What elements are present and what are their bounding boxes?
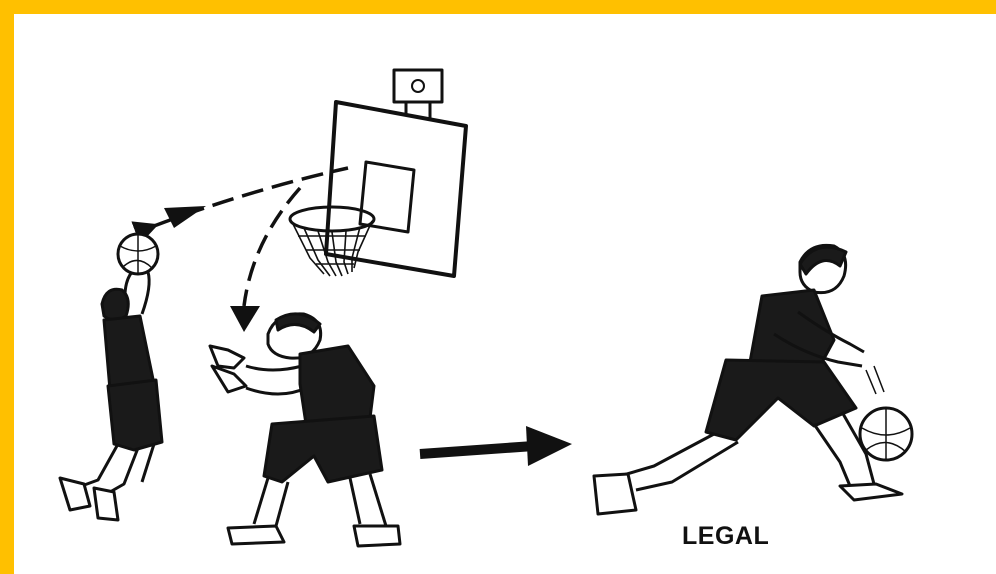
shot-arrowhead <box>164 206 206 228</box>
shooter-jersey <box>104 316 154 390</box>
hoop-bracket <box>394 70 442 118</box>
basketball-hoop <box>290 70 466 276</box>
rebounder-hands <box>210 346 246 392</box>
shooter-ball <box>118 234 158 274</box>
dribbler-shoes <box>594 474 902 514</box>
shooter-player <box>60 234 162 520</box>
rebounder-shorts <box>264 416 382 482</box>
rebound-arrowhead <box>230 306 260 332</box>
shooter-shorts <box>108 380 162 450</box>
rebounder-player <box>210 314 400 546</box>
dribbler-shorts <box>706 360 856 440</box>
shooter-head <box>102 289 128 320</box>
rebound-path-arrow <box>244 188 300 306</box>
sequence-arrow <box>420 426 572 466</box>
dribbler-player <box>594 245 912 514</box>
dribbler-ball <box>860 408 912 460</box>
rebounder-shoes <box>228 526 400 546</box>
legal-caption: LEGAL <box>682 522 769 551</box>
rebounder-jersey <box>300 346 374 424</box>
basketball-rule-illustration <box>14 14 996 574</box>
